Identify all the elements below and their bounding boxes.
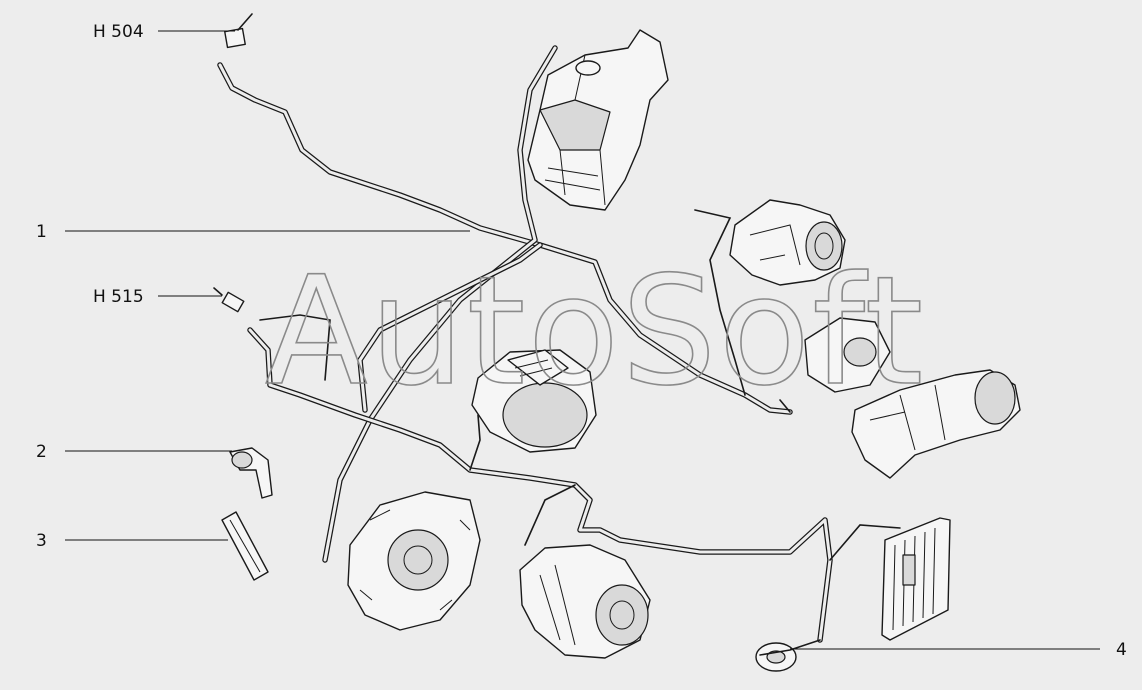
clutch-housing-component bbox=[347, 491, 481, 631]
steering-motor-component bbox=[804, 317, 1021, 479]
horn-component bbox=[755, 642, 797, 672]
watermark-text: AutoSoft bbox=[265, 245, 925, 419]
callout-label-3: 3 bbox=[36, 531, 47, 551]
wiring-harness bbox=[217, 45, 901, 656]
connector-h504 bbox=[224, 13, 253, 49]
clip-component bbox=[221, 511, 269, 581]
grommet-component bbox=[229, 447, 273, 499]
callout-label-1: 1 bbox=[36, 222, 47, 242]
callout-label-2: 2 bbox=[36, 442, 47, 462]
connector-h515 bbox=[213, 287, 245, 313]
blower-motor-component bbox=[471, 349, 597, 453]
callout-label-h515: H 515 bbox=[93, 287, 144, 307]
condenser-component bbox=[881, 517, 951, 641]
callout-label-h504: H 504 bbox=[93, 22, 144, 42]
alternator-component bbox=[519, 544, 651, 659]
callout-label-4: 4 bbox=[1116, 640, 1127, 660]
callout-leaders bbox=[65, 30, 1100, 650]
ac-compressor-component bbox=[729, 199, 846, 286]
heater-tank-component bbox=[527, 29, 669, 211]
